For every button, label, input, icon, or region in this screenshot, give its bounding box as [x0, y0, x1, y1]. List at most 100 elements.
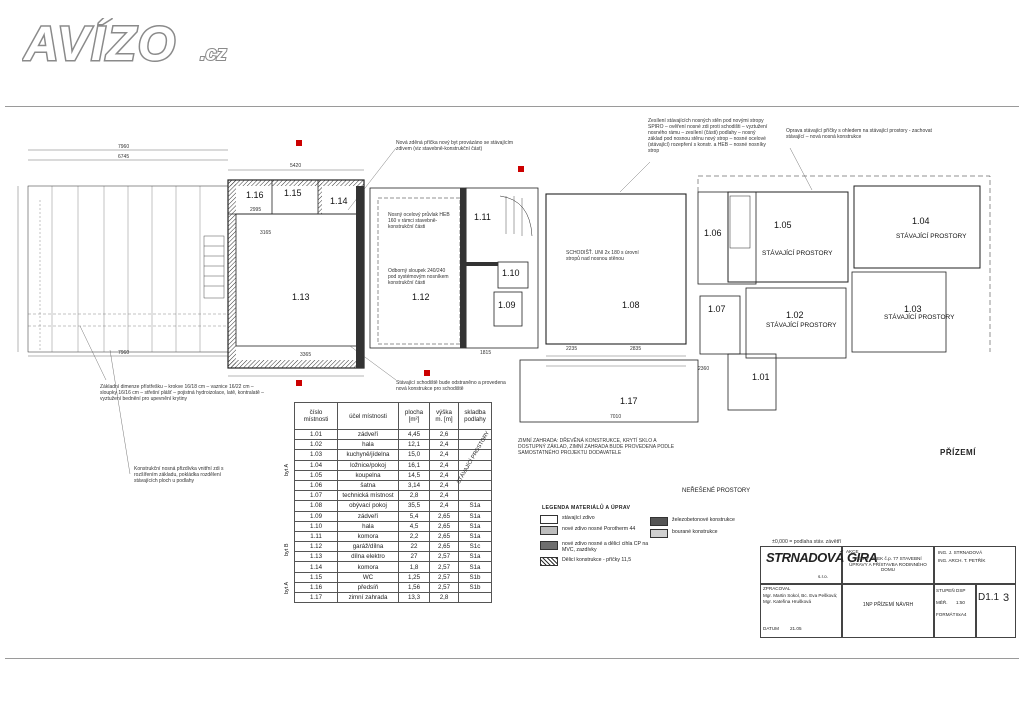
table-cell: 13,3	[398, 591, 430, 604]
format-label: FORMÁT	[936, 612, 956, 617]
table-cell: 2,8	[398, 490, 430, 502]
note: ZIMNÍ ZAHRADA: DŘEVĚNÁ KONSTRUKCE, KRYTÍ…	[518, 438, 675, 456]
table-cell: S1a	[458, 561, 492, 573]
room-label: 1.09	[498, 300, 516, 310]
table-cell: 1.10	[294, 520, 338, 532]
table-header: plocha [m²]	[398, 402, 430, 430]
table-cell: 2,57	[429, 571, 459, 583]
legend-swatch	[540, 557, 558, 566]
table-cell	[458, 479, 492, 492]
table-cell: 2,2	[398, 530, 430, 543]
table-cell: 2,4	[429, 449, 459, 461]
room-label: 1.02	[786, 310, 804, 320]
person: ING. J. STRNADOVÁ	[938, 550, 983, 555]
table-cell: 1.12	[294, 541, 338, 553]
table-cell: 1,56	[398, 581, 430, 594]
dim-label: 3365	[300, 352, 312, 358]
table-cell: zádveří	[337, 428, 399, 441]
table-cell: 1.02	[294, 439, 338, 451]
scale: 1:50	[956, 600, 965, 605]
table-cell: S1a	[458, 510, 492, 522]
person: ING. ARCH. T. PETŘÍK	[938, 558, 986, 563]
table-cell: 1.08	[294, 500, 338, 512]
table-cell: 2,4	[429, 469, 459, 481]
room-table: číslo místnosti účel místnosti plocha [m…	[294, 402, 492, 604]
table-cell: 1.03	[294, 449, 338, 461]
table-cell: S1c	[458, 541, 492, 553]
dim-label: 2360	[698, 366, 710, 372]
drawing-number: D1.1	[978, 592, 1000, 603]
existing-label: STÁVAJÍCÍ PROSTORY	[766, 322, 837, 329]
legend-item: železobetonové konstrukce	[650, 517, 735, 526]
table-cell: 1.14	[294, 561, 338, 573]
table-cell: 2,4	[429, 439, 459, 451]
note: Oprava stávající příčky s ohledem na stá…	[786, 128, 932, 140]
table-cell: 5,4	[398, 510, 430, 522]
dim-label: 5420	[290, 163, 302, 169]
room-label: 1.05	[774, 220, 792, 230]
format: 8xA4	[956, 612, 967, 617]
legend-label: stávající zdivo	[562, 515, 595, 521]
floor-title: PŘÍZEMÍ	[940, 448, 976, 457]
legend-item: bourané konstrukce	[650, 529, 718, 538]
table-cell: 2,4	[429, 500, 459, 512]
table-cell: obývací pokoj	[337, 500, 399, 512]
sheet-number: 3	[1003, 592, 1010, 604]
table-cell: 1.07	[294, 490, 338, 502]
table-cell: komora	[337, 561, 399, 573]
legend-item: nové zdivo nosné Porotherm 44	[540, 526, 640, 535]
note: Nosný ocelový průvlak HEB 160 v rámci st…	[388, 212, 450, 230]
table-cell: technická místnost	[337, 490, 399, 502]
legend-label: železobetonové konstrukce	[672, 517, 735, 523]
note: Základní dimenze přístřešku – krokve 16/…	[100, 384, 264, 402]
table-cell: 2,8	[429, 591, 459, 604]
table-cell: 2,65	[429, 530, 459, 543]
table-cell: S1a	[458, 551, 492, 563]
stage: DSP	[956, 588, 966, 593]
table-header-row: číslo místnosti účel místnosti plocha [m…	[294, 402, 492, 430]
dim-label: 7960	[118, 350, 130, 356]
level-note: ±0,000 = podlaha stáv. závětří	[772, 539, 842, 545]
table-cell: 27	[398, 551, 430, 563]
note: Zesílení stávajících nosných stěn pod no…	[648, 118, 768, 154]
table-cell: 1.06	[294, 479, 338, 492]
legend-swatch	[540, 515, 558, 524]
legend-item: nové zdivo nosné a dělicí cihla CP na MV…	[540, 541, 650, 553]
legend-label: bourané konstrukce	[672, 529, 718, 535]
room-label: 1.15	[284, 188, 302, 198]
table-header: účel místnosti	[337, 402, 399, 430]
legend-label: Dělicí konstrukce - příčky 11,5	[562, 557, 632, 563]
legend: LEGENDA MATERIÁLŮ A ÚPRAV stávající zdiv…	[530, 505, 770, 585]
table-cell: 2,6	[429, 428, 459, 441]
company-suffix: s.r.o.	[818, 574, 828, 579]
table-cell: 2,4	[429, 490, 459, 502]
table-cell: 1.05	[294, 469, 338, 481]
table-cell: S1a	[458, 500, 492, 512]
table-cell: 1.04	[294, 459, 338, 471]
room-label: 1.11	[474, 212, 491, 222]
table-cell: zimní zahrada	[337, 591, 399, 604]
table-cell: 1.15	[294, 571, 338, 583]
table-cell: zádveří	[337, 510, 399, 522]
table-cell: 3,14	[398, 479, 430, 492]
table-cell: 2,57	[429, 581, 459, 594]
table-cell: 12,1	[398, 439, 430, 451]
room-label: 1.07	[708, 304, 726, 314]
existing-label: STÁVAJÍCÍ PROSTORY	[884, 314, 955, 321]
table-cell: hala	[337, 439, 399, 451]
table-cell: komora	[337, 530, 399, 543]
table-cell: WC	[337, 571, 399, 583]
table-cell: 15,0	[398, 449, 430, 461]
legend-label: nové zdivo nosné Porotherm 44	[562, 526, 636, 532]
room-label: 1.03	[904, 304, 922, 314]
room-label: 1.08	[622, 300, 640, 310]
